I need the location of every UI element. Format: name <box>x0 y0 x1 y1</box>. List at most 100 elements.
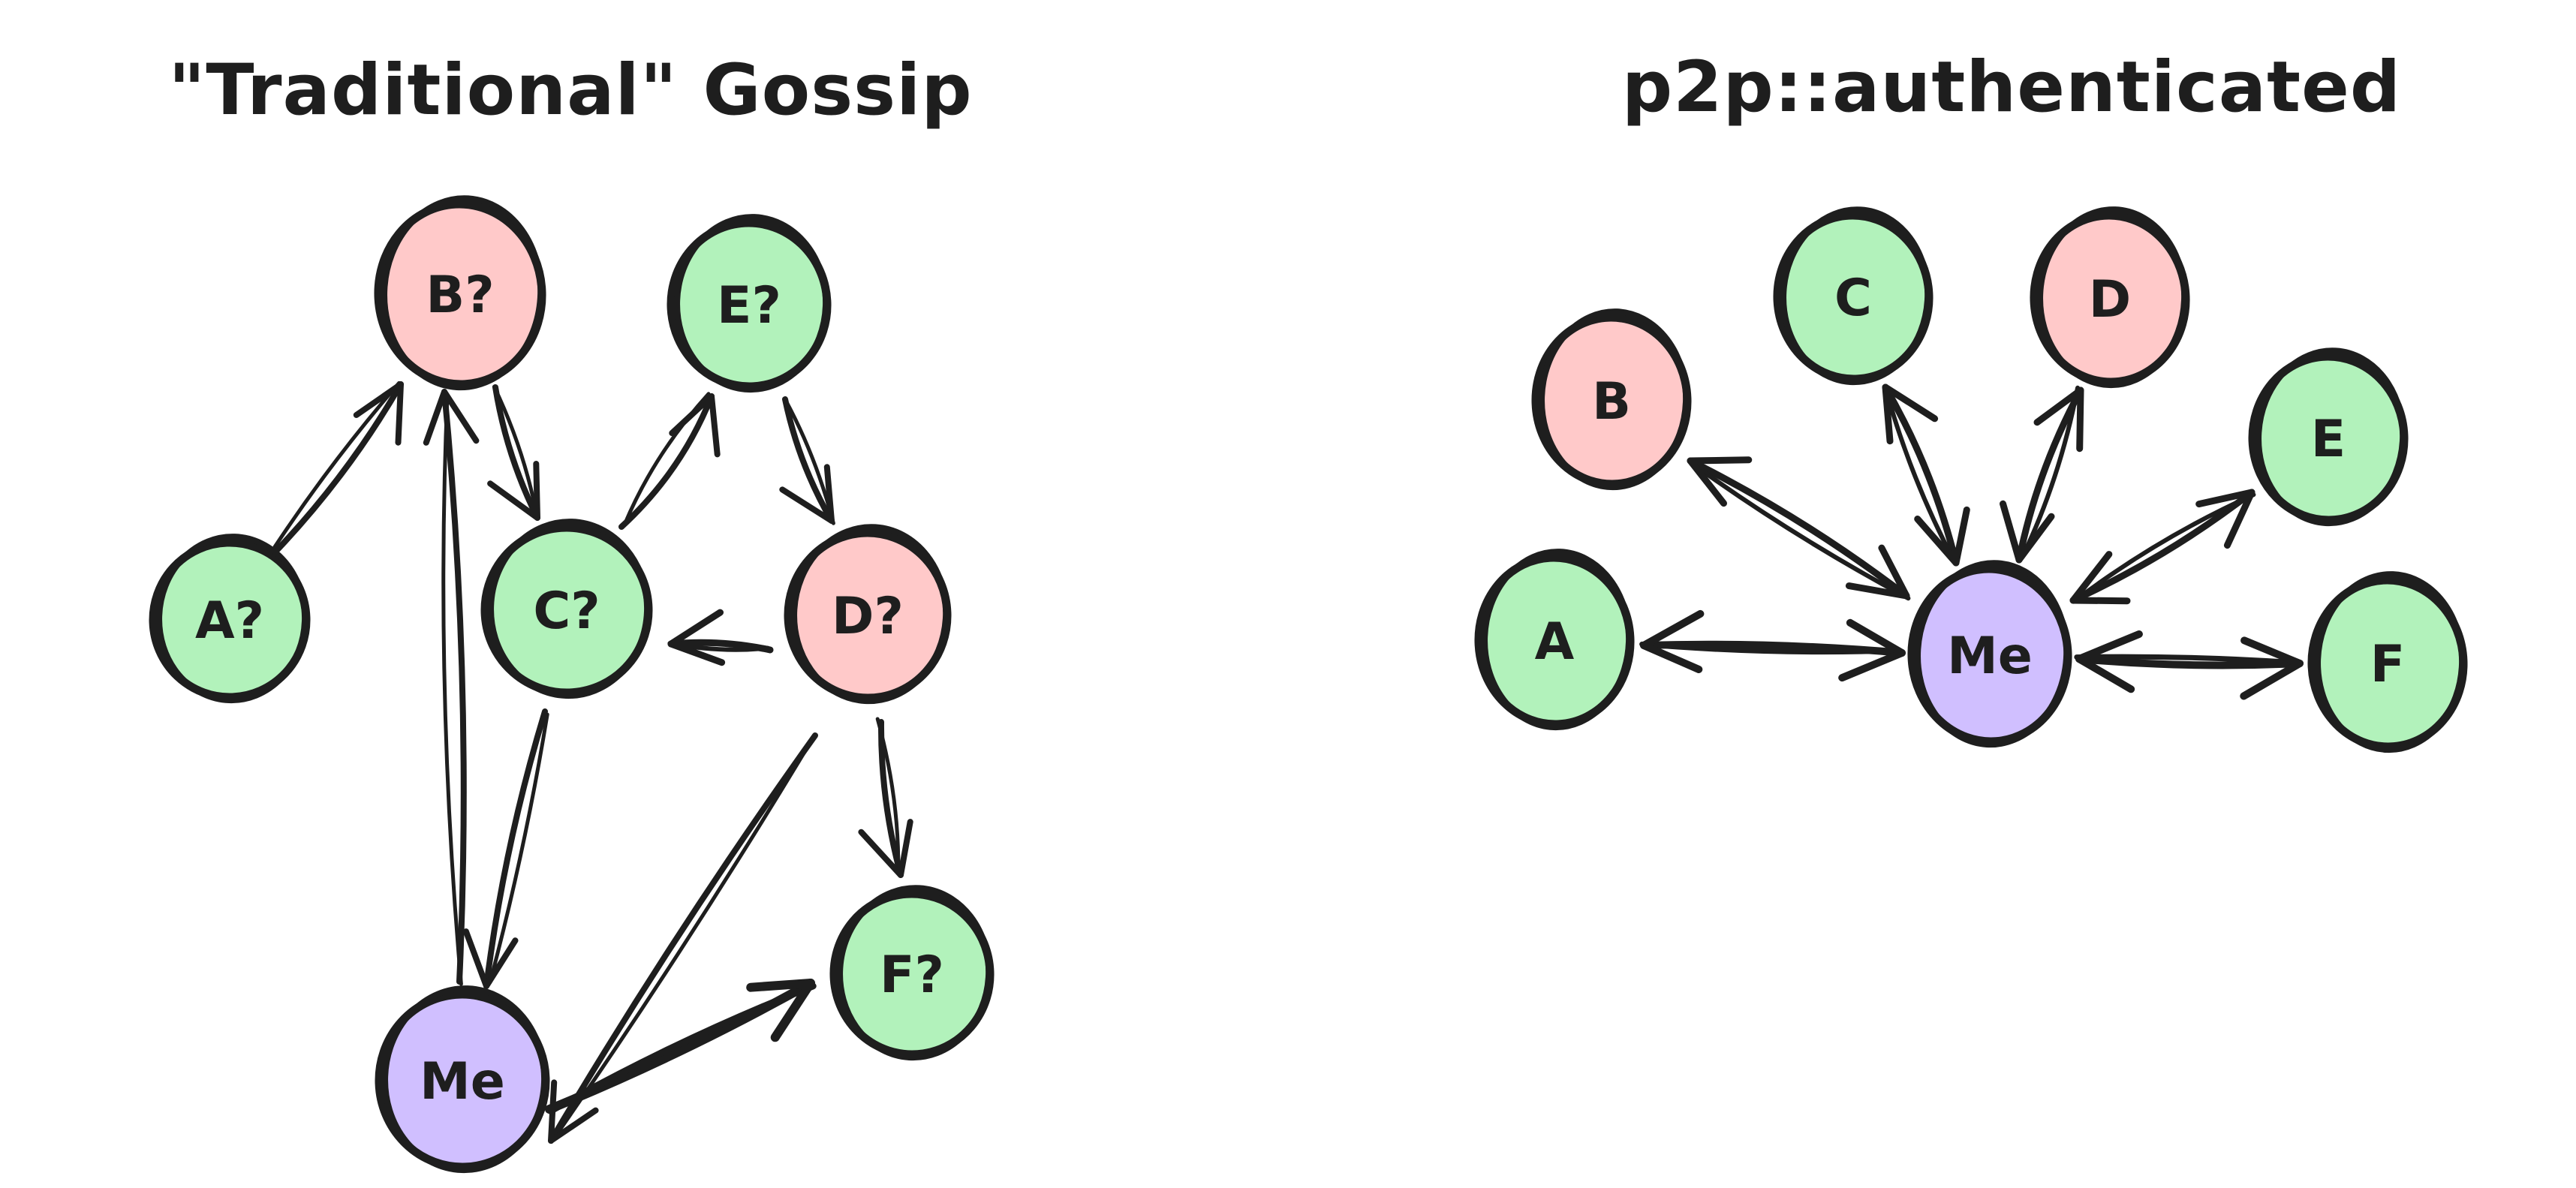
node-f: F <box>2307 571 2468 753</box>
node-outline-sketch <box>1780 206 1931 386</box>
arrowhead-icon <box>2075 630 2143 693</box>
edge-d-to-f <box>858 717 913 878</box>
arrowhead-icon <box>779 464 835 524</box>
node-label-d: D? <box>832 587 904 646</box>
node-fill <box>1914 567 2066 744</box>
arrowhead-icon <box>423 389 480 446</box>
node-label-me: Me <box>420 1052 505 1111</box>
arrowhead-icon <box>462 928 519 989</box>
arrowhead-icon <box>1882 383 1939 445</box>
edge-me-to-f <box>2074 630 2304 700</box>
node-d: D? <box>784 524 952 705</box>
node-fill <box>2314 578 2461 749</box>
edge-a-to-b <box>272 380 404 552</box>
arrowhead-icon <box>746 979 815 1042</box>
edge-me-to-e <box>2069 489 2256 605</box>
arrowhead-icon <box>1845 544 1910 600</box>
node-a: A? <box>149 534 311 704</box>
node-fill <box>2036 213 2183 384</box>
node-e: E <box>2248 347 2409 527</box>
edge-c-to-e <box>618 392 721 530</box>
edge-stroke <box>2015 386 2084 564</box>
node-me: Me <box>375 985 550 1174</box>
edge-me-to-a <box>1639 609 1906 682</box>
node-outline-sketch <box>1539 308 1690 491</box>
arrowhead-icon <box>353 381 404 446</box>
node-d: D <box>2030 206 2190 389</box>
edge-stroke-sketch <box>2071 492 2256 604</box>
node-label-c: C? <box>533 582 600 641</box>
node-fill <box>836 892 988 1057</box>
node-b: B <box>1531 308 1692 491</box>
node-fill <box>487 525 646 695</box>
node-label-c: C <box>1834 269 1872 328</box>
edge-me-to-d <box>2000 385 2084 564</box>
edge-stroke-sketch <box>488 712 549 985</box>
edges-layer-0 <box>272 380 913 1144</box>
edge-stroke <box>2069 489 2256 604</box>
node-label-b: B <box>1592 372 1631 432</box>
edge-d-to-me <box>548 732 818 1144</box>
node-c: C <box>1773 206 1934 386</box>
node-a: A <box>1474 549 1635 731</box>
edge-stroke <box>548 732 818 1144</box>
node-fill <box>381 992 543 1169</box>
arrowhead-icon <box>1640 609 1705 673</box>
edge-stroke <box>483 708 548 989</box>
arrowhead-icon <box>1687 456 1753 507</box>
edge-stroke-sketch <box>1691 462 1911 601</box>
nodes-layer-1: B C D E A Me F <box>1474 206 2468 753</box>
edge-stroke <box>782 396 835 524</box>
diagram-p2p-authenticated: p2p::authenticated B C DEA Me F <box>1474 47 2468 753</box>
node-label-b: B? <box>426 266 494 325</box>
node-fill <box>1780 213 1927 381</box>
arrowhead-icon <box>2240 636 2304 700</box>
edge-me-to-b <box>1687 456 1911 601</box>
node-fill <box>673 221 825 389</box>
arrowhead-icon <box>2195 489 2256 549</box>
node-fill <box>1538 315 1685 486</box>
node-label-e: E <box>2311 410 2346 469</box>
node-b: B? <box>374 195 546 391</box>
edge-d-to-c <box>667 609 774 666</box>
edge-e-to-d <box>779 396 835 525</box>
arrowhead-icon <box>487 461 540 521</box>
arrowhead-icon <box>669 393 721 458</box>
arrowhead-icon <box>667 609 726 666</box>
node-c: C? <box>480 519 653 699</box>
edge-me-to-b <box>423 389 480 986</box>
arrowhead-icon <box>2033 386 2084 453</box>
node-me: Me <box>1907 560 2072 748</box>
edge-stroke-sketch <box>2074 654 2301 666</box>
edge-me-to-c <box>1882 383 1970 567</box>
node-f: F? <box>829 885 995 1061</box>
node-fill <box>381 202 540 386</box>
edge-stroke <box>275 381 404 552</box>
edge-stroke-sketch <box>2020 385 2080 559</box>
node-outline-sketch <box>156 534 308 704</box>
edge-stroke-sketch <box>547 982 817 1114</box>
node-outline-sketch <box>791 524 949 705</box>
edge-me-to-f <box>545 979 817 1114</box>
edge-stroke <box>441 389 467 985</box>
node-outline-sketch <box>2315 571 2466 753</box>
node-outline-sketch <box>382 985 548 1174</box>
edge-stroke <box>1687 457 1910 600</box>
edge-stroke-sketch <box>441 393 463 986</box>
node-fill <box>790 531 945 700</box>
node-label-f: F <box>2370 635 2405 694</box>
diagram-title-traditional-gossip: "Traditional" Gossip <box>168 50 972 131</box>
node-label-e: E? <box>717 276 781 335</box>
node-fill <box>155 540 304 699</box>
diagram-traditional-gossip: "Traditional" Gossip A? B? C? D? E? F? Me <box>149 50 995 1174</box>
edge-stroke-sketch <box>272 380 402 549</box>
arrowhead-icon <box>2000 500 2055 564</box>
node-outline-sketch <box>1915 560 2070 748</box>
diagram-title-p2p-authenticated: p2p::authenticated <box>1622 47 2401 128</box>
node-label-a: A <box>1535 612 1575 672</box>
node-outline-sketch <box>2037 206 2188 389</box>
edge-b-to-c <box>487 384 540 521</box>
arrowhead-icon <box>1914 506 1970 567</box>
node-outline-sketch <box>2256 347 2406 527</box>
